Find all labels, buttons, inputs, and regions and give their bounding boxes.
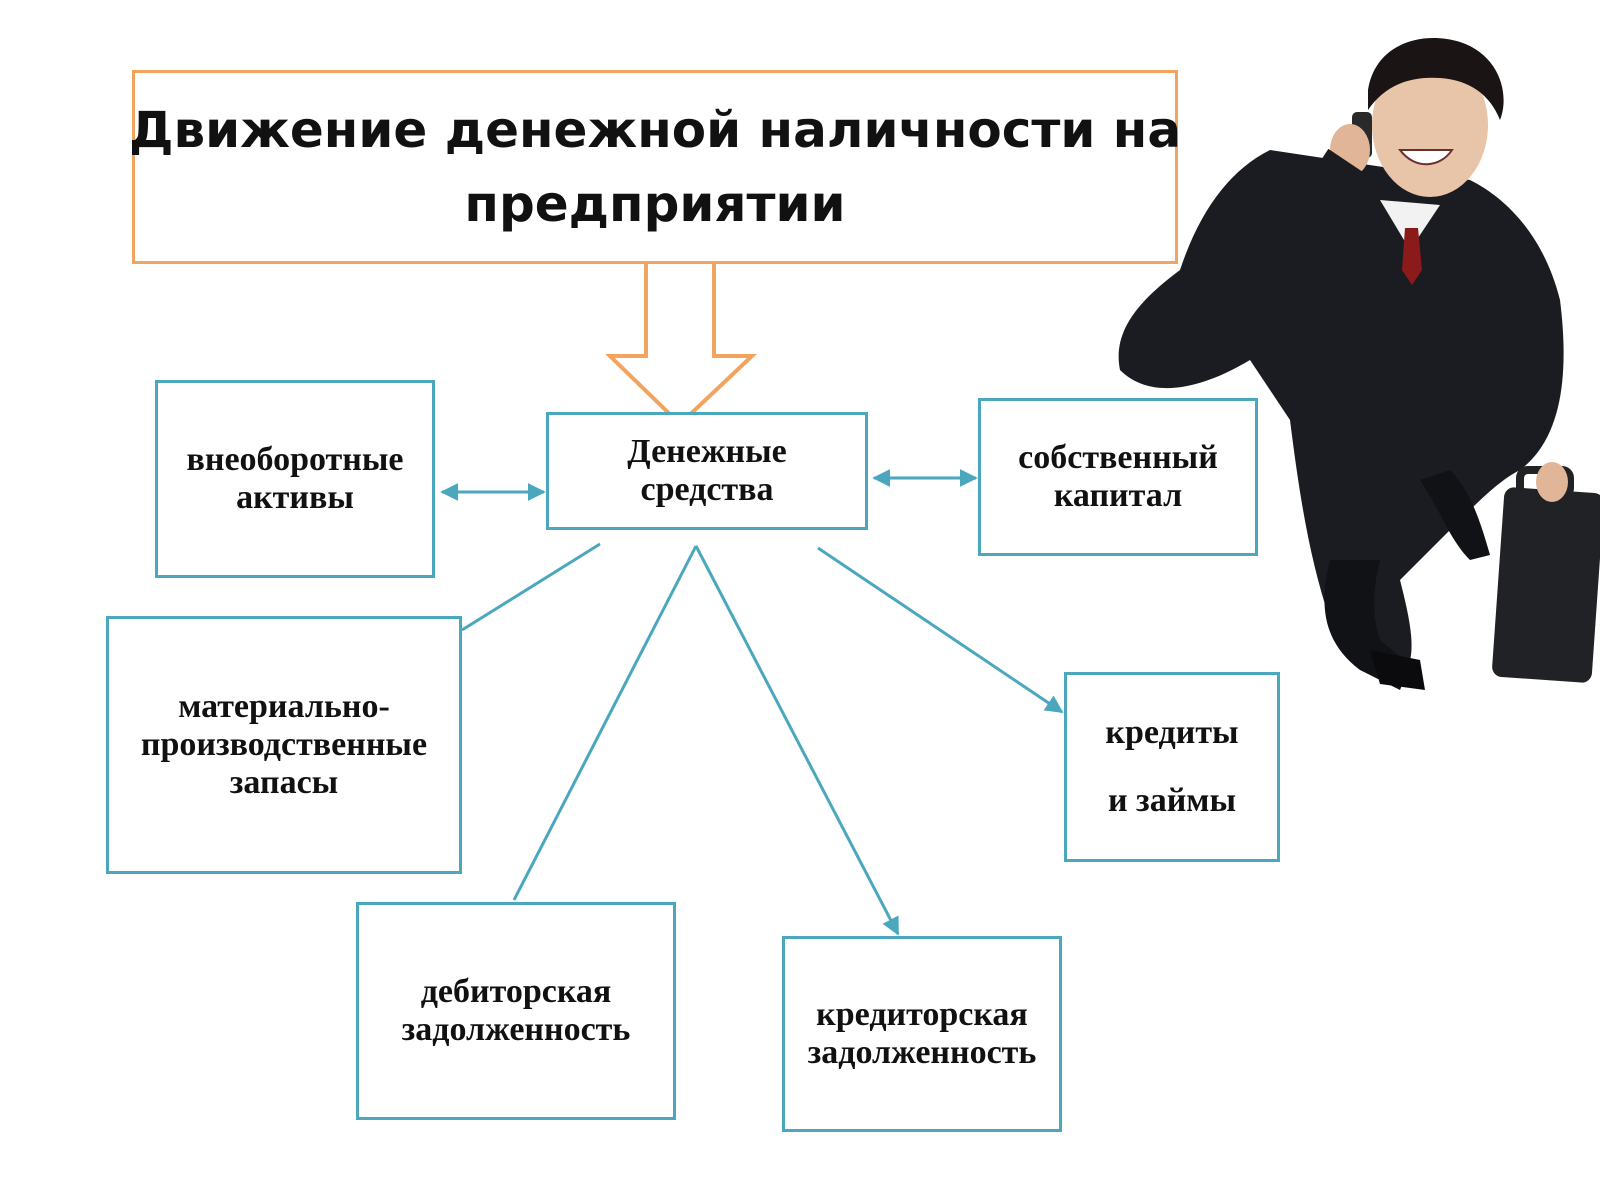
node-payables-line-2: задолженность	[807, 1034, 1037, 1071]
node-center-line-2: средства	[640, 471, 774, 508]
node-fixed-assets-line-1: внеоборотные	[186, 441, 404, 478]
title-box: Движение денежной наличности на предприя…	[128, 70, 1182, 264]
node-receivables: дебиторская задолженность	[356, 902, 676, 1120]
node-equity: собственный капитал	[978, 398, 1258, 556]
node-credits: кредиты и займы	[1064, 672, 1280, 862]
node-inventory-line-3: запасы	[229, 764, 339, 801]
node-credits-line-1: кредиты	[1105, 714, 1239, 751]
node-inventory: материально- производственные запасы	[106, 616, 462, 874]
node-center-line-1: Денежные	[627, 433, 787, 470]
link-receivables	[512, 545, 698, 901]
node-equity-line-2: капитал	[1053, 477, 1183, 514]
node-receivables-line-1: дебиторская	[420, 973, 612, 1010]
node-equity-line-1: собственный	[1018, 439, 1218, 476]
down-arrow-icon	[605, 258, 758, 427]
businessman-illustration	[1118, 38, 1600, 690]
link-credits	[817, 546, 1064, 714]
link-inventory	[461, 542, 601, 632]
node-center-cash: Денежные средства	[546, 412, 868, 530]
node-receivables-line-2: задолженность	[401, 1011, 631, 1048]
link-payables	[694, 545, 900, 936]
node-payables-line-1: кредиторская	[816, 996, 1028, 1033]
node-inventory-line-1: материально-	[178, 688, 390, 725]
node-fixed-assets: внеоборотные активы	[155, 380, 435, 578]
title-line-2: предприятии	[464, 175, 846, 233]
node-credits-line-2: и займы	[1107, 782, 1237, 819]
node-inventory-line-2: производственные	[140, 726, 428, 763]
node-payables: кредиторская задолженность	[782, 936, 1062, 1132]
node-fixed-assets-line-2: активы	[236, 479, 354, 516]
title-line-1: Движение денежной наличности на	[128, 101, 1182, 159]
